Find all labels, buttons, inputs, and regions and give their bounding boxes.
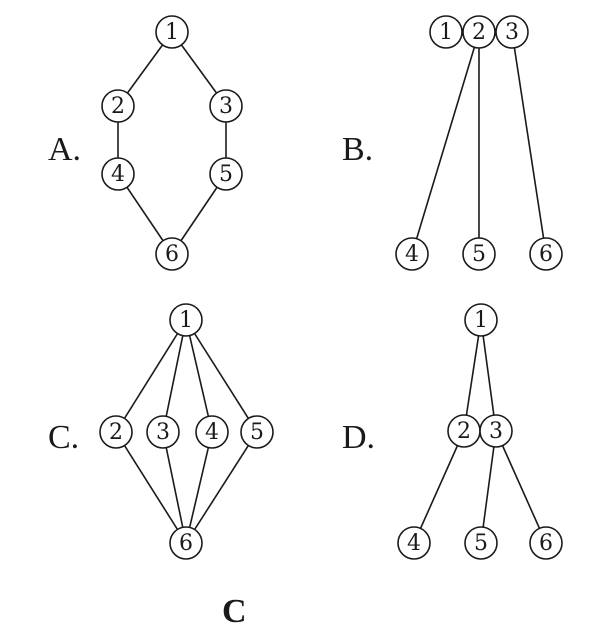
node-label: 3 — [156, 420, 170, 445]
edge-c-5-6 — [185, 431, 258, 544]
node-a-6: 6 — [155, 237, 189, 271]
node-a-1: 1 — [155, 15, 189, 49]
node-d-1: 1 — [464, 303, 498, 337]
node-label: 5 — [474, 531, 488, 556]
panel-label-d: D. — [342, 419, 375, 456]
node-circle — [462, 237, 496, 271]
edges-layer — [115, 31, 547, 544]
node-label: 2 — [472, 20, 486, 45]
node-d-2: 2 — [447, 414, 481, 448]
edge-c-1-4 — [185, 319, 213, 433]
node-circle — [397, 526, 431, 560]
node-label: 2 — [111, 94, 125, 119]
edge-b-2-4 — [411, 31, 480, 255]
node-c-6: 6 — [169, 526, 203, 560]
node-label: 4 — [205, 420, 219, 445]
node-label: 2 — [457, 419, 471, 444]
node-b-3: 3 — [495, 15, 529, 49]
node-a-4: 4 — [101, 157, 135, 191]
node-circle — [529, 526, 563, 560]
node-circle — [464, 303, 498, 337]
answer-text: C — [222, 593, 247, 626]
node-c-1: 1 — [169, 303, 203, 337]
panel-label-a: A. — [48, 131, 81, 168]
node-circle — [169, 303, 203, 337]
edge-d-2-4 — [413, 430, 465, 544]
node-circle — [155, 237, 189, 271]
node-circle — [395, 237, 429, 271]
node-b-2: 2 — [462, 15, 496, 49]
node-b-5: 5 — [462, 237, 496, 271]
edge-c-3-6 — [162, 431, 187, 544]
node-label: 5 — [250, 420, 264, 445]
edge-c-1-3 — [162, 319, 187, 433]
node-label: 1 — [474, 308, 488, 333]
node-label: 3 — [219, 94, 233, 119]
node-label: 6 — [539, 531, 553, 556]
node-circle — [155, 15, 189, 49]
node-c-2: 2 — [99, 415, 133, 449]
node-label: 1 — [179, 308, 193, 333]
node-circle — [101, 157, 135, 191]
node-circle — [209, 157, 243, 191]
node-d-5: 5 — [464, 526, 498, 560]
node-b-1: 1 — [429, 15, 463, 49]
node-circle — [240, 415, 274, 449]
node-label: 6 — [165, 242, 179, 267]
node-circle — [429, 15, 463, 49]
node-label: 5 — [219, 162, 233, 187]
node-label: 4 — [405, 242, 419, 267]
node-label: 6 — [179, 531, 193, 556]
node-a-3: 3 — [209, 89, 243, 123]
node-circle — [495, 15, 529, 49]
node-label: 1 — [165, 20, 179, 45]
node-circle — [462, 15, 496, 49]
node-b-4: 4 — [395, 237, 429, 271]
node-circle — [529, 237, 563, 271]
node-circle — [99, 415, 133, 449]
node-b-6: 6 — [529, 237, 563, 271]
node-c-5: 5 — [240, 415, 274, 449]
node-c-4: 4 — [195, 415, 229, 449]
node-d-3: 3 — [479, 414, 513, 448]
node-c-3: 3 — [146, 415, 180, 449]
node-circle — [195, 415, 229, 449]
edge-c-4-6 — [185, 431, 213, 544]
edge-c-1-2 — [115, 319, 187, 433]
node-label: 4 — [407, 531, 421, 556]
node-label: 3 — [489, 419, 503, 444]
node-d-6: 6 — [529, 526, 563, 560]
edge-d-3-5 — [480, 430, 497, 544]
node-circle — [101, 89, 135, 123]
node-a-5: 5 — [209, 157, 243, 191]
edge-b-3-6 — [511, 31, 547, 255]
node-label: 5 — [472, 242, 486, 267]
panel-label-b: B. — [342, 131, 373, 168]
node-label: 1 — [439, 20, 453, 45]
node-circle — [464, 526, 498, 560]
node-circle — [169, 526, 203, 560]
node-label: 4 — [111, 162, 125, 187]
panel-label-c: C. — [48, 419, 79, 456]
node-circle — [209, 89, 243, 123]
edge-d-3-6 — [495, 430, 547, 544]
node-label: 3 — [505, 20, 519, 45]
edge-c-2-6 — [115, 431, 187, 544]
node-circle — [479, 414, 513, 448]
edge-c-1-5 — [185, 319, 258, 433]
edge-d-1-3 — [480, 319, 497, 432]
node-a-2: 2 — [101, 89, 135, 123]
edge-d-1-2 — [463, 319, 482, 432]
node-d-4: 4 — [397, 526, 431, 560]
node-label: 2 — [109, 420, 123, 445]
node-circle — [146, 415, 180, 449]
node-label: 6 — [539, 242, 553, 267]
